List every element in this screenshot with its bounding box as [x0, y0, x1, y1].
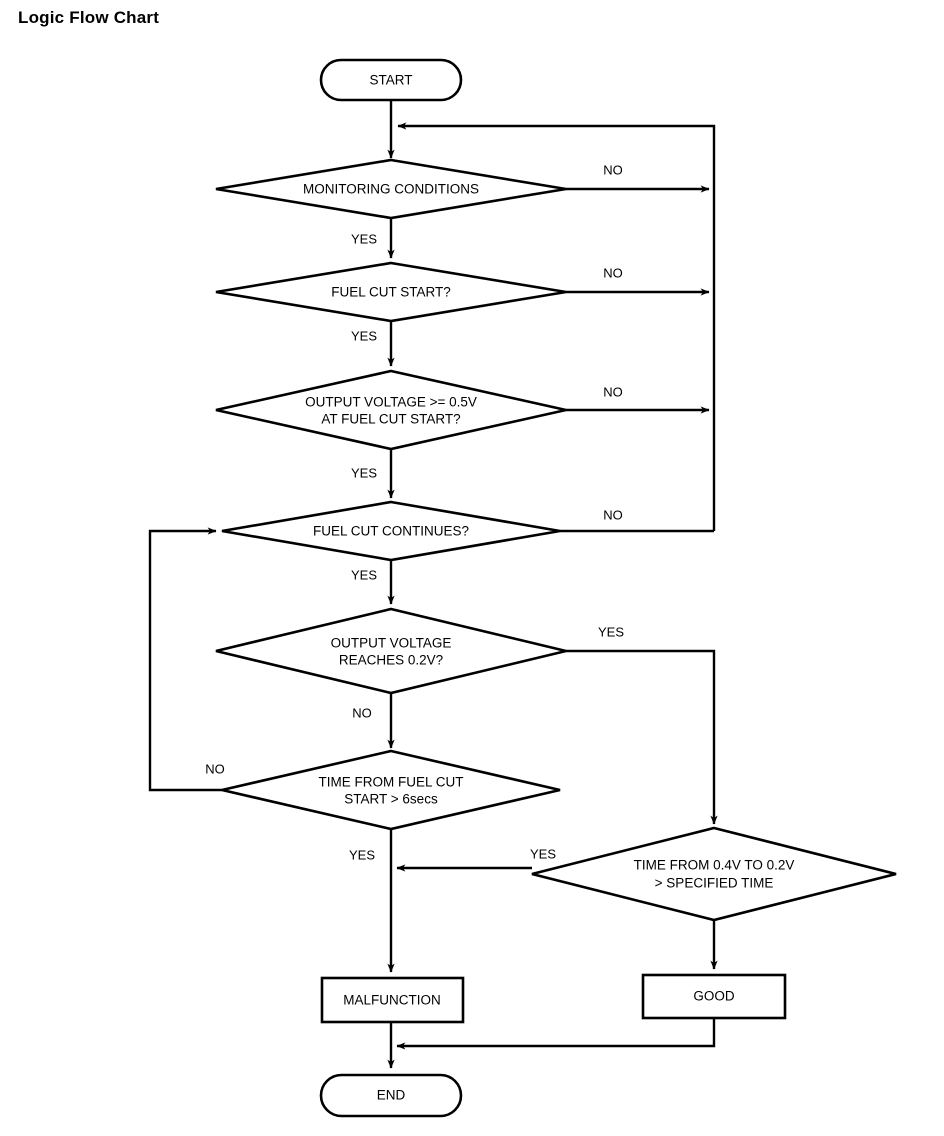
time-from-fuel-cut-label-line2: START > 6secs [344, 792, 438, 807]
edge-label-fuelcutcontinues-no: NO [603, 507, 623, 522]
edge-reaches02-yes [566, 649, 718, 825]
fuel-cut-continues-label: FUEL CUT CONTINUES? [313, 524, 469, 539]
edge-label-time04to02-yes: YES [530, 846, 556, 861]
time-from-fuel-cut-shape [221, 749, 561, 831]
edge-label-monitoring-yes: YES [351, 231, 377, 246]
output-voltage-05-label-line1: OUTPUT VOLTAGE >= 0.5V [305, 395, 477, 410]
edge-label-reaches02-yes: YES [598, 624, 624, 639]
fuel-cut-continues-shape [221, 500, 561, 562]
end-shape [319, 1073, 463, 1118]
node-fuel-cut-start[interactable]: FUEL CUT START? [215, 261, 567, 323]
good-label: GOOD [693, 989, 735, 1004]
return-bus-vertical [397, 122, 716, 531]
connector-layer [148, 100, 718, 1069]
node-output-voltage-reaches-02[interactable]: OUTPUT VOLTAGE REACHES 0.2V? [215, 607, 567, 695]
time-04v-to-02v-shape [531, 826, 897, 922]
monitoring-conditions-shape [215, 158, 567, 220]
edge-label-outputvoltage05-yes: YES [351, 465, 377, 480]
node-start[interactable]: START [319, 58, 463, 102]
node-good[interactable]: GOOD [641, 973, 787, 1020]
time-from-fuel-cut-label-line1: TIME FROM FUEL CUT [319, 775, 464, 790]
fuel-cut-start-shape [215, 261, 567, 323]
edge-label-monitoring-no: NO [603, 162, 623, 177]
node-time-04v-to-02v[interactable]: TIME FROM 0.4V TO 0.2V > SPECIFIED TIME [531, 826, 897, 922]
output-voltage-reaches-02-label-line1: OUTPUT VOLTAGE [331, 636, 452, 651]
edge-label-layer: NO YES NO YES NO YES NO YES YES NO NO YE… [205, 162, 624, 862]
node-end[interactable]: END [319, 1073, 463, 1118]
edge-label-timefuelcut-yes: YES [349, 847, 375, 862]
time-04v-to-02v-label-line1: TIME FROM 0.4V TO 0.2V [634, 858, 795, 873]
page-title: Logic Flow Chart [18, 8, 160, 27]
node-time-from-fuel-cut[interactable]: TIME FROM FUEL CUT START > 6secs [221, 749, 561, 831]
time-04v-to-02v-label-line2: > SPECIFIED TIME [655, 876, 774, 891]
edge-label-fuelcutcontinues-yes: YES [351, 567, 377, 582]
output-voltage-05-shape [215, 369, 567, 451]
good-shape [641, 973, 787, 1020]
monitoring-conditions-label: MONITORING CONDITIONS [303, 182, 479, 197]
malfunction-label: MALFUNCTION [343, 993, 441, 1008]
malfunction-shape [320, 976, 465, 1024]
node-output-voltage-05[interactable]: OUTPUT VOLTAGE >= 0.5V AT FUEL CUT START… [215, 369, 567, 451]
edge-timefuelcut-no-loop [148, 527, 222, 792]
output-voltage-05-label-line2: AT FUEL CUT START? [321, 412, 460, 427]
output-voltage-reaches-02-shape [215, 607, 567, 695]
edge-label-fuelcutstart-no: NO [603, 265, 623, 280]
fuel-cut-start-label: FUEL CUT START? [331, 285, 451, 300]
node-malfunction[interactable]: MALFUNCTION [320, 976, 465, 1024]
start-label: START [369, 73, 412, 88]
start-shape [319, 58, 463, 102]
end-label: END [377, 1088, 406, 1103]
node-fuel-cut-continues[interactable]: FUEL CUT CONTINUES? [221, 500, 561, 562]
output-voltage-reaches-02-label-line2: REACHES 0.2V? [339, 653, 443, 668]
edge-label-timefuelcut-no: NO [205, 761, 225, 776]
edge-good-to-end [396, 1018, 716, 1050]
edge-label-reaches02-no: NO [352, 705, 372, 720]
edge-label-outputvoltage05-no: NO [603, 384, 623, 399]
node-monitoring-conditions[interactable]: MONITORING CONDITIONS [215, 158, 567, 220]
edge-label-fuelcutstart-yes: YES [351, 328, 377, 343]
